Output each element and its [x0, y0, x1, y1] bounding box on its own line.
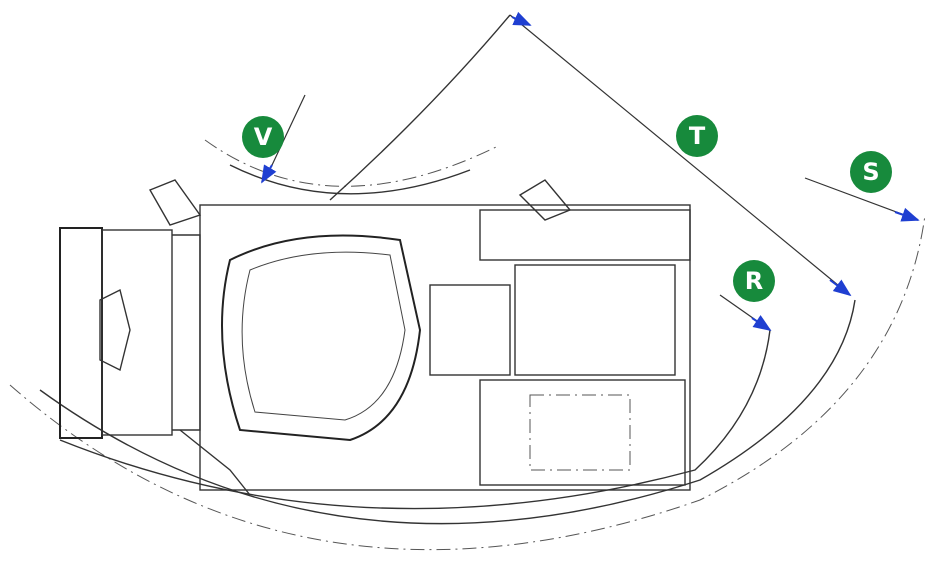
dimension-t-line: [509, 14, 851, 296]
machine-body: [59, 179, 691, 496]
inner-swing-arc: [59, 329, 771, 510]
front-inner-arc: [229, 164, 471, 195]
label-r-badge: R: [733, 260, 775, 302]
label-t-badge: T: [676, 115, 718, 157]
label-s-badge: S: [850, 151, 892, 193]
mid-swing-arc: [39, 299, 856, 525]
label-v-badge: V: [242, 116, 284, 158]
front-swing-arc: [204, 139, 501, 187]
outer-swing-arc: [9, 214, 926, 551]
front-arc-upper: [329, 14, 511, 201]
